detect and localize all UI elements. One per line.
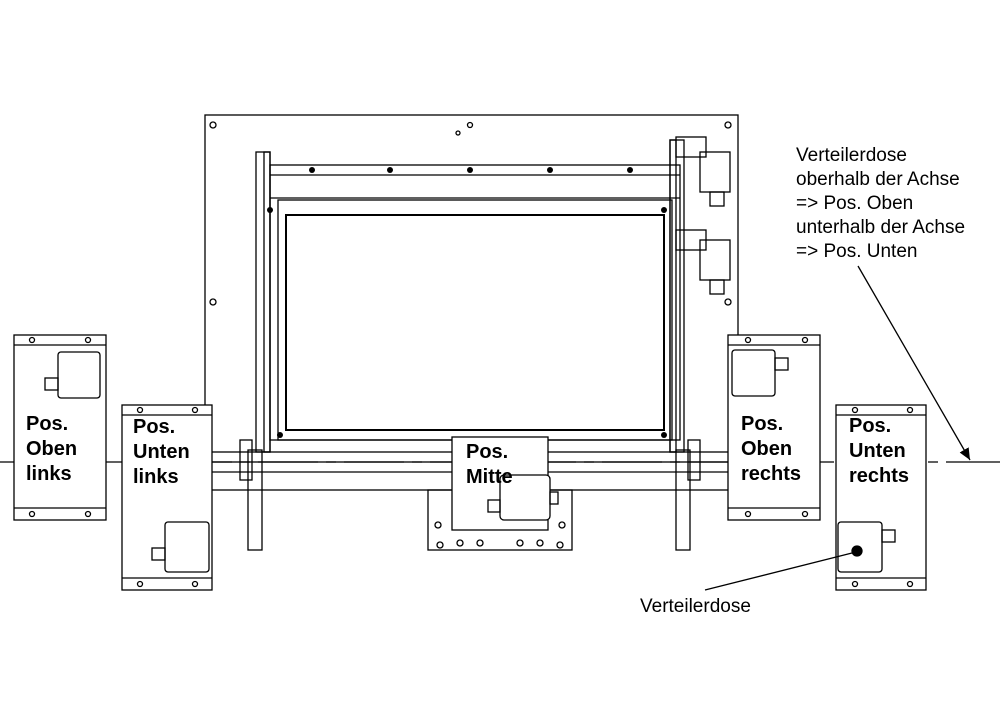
label-line: Pos. — [741, 413, 784, 435]
label-line: Oben — [741, 438, 793, 460]
annotation-arrow — [857, 265, 971, 461]
label-line: Pos. — [466, 441, 509, 463]
label-line: Oben — [26, 438, 78, 460]
callout-leader — [704, 552, 853, 591]
label-pos-oben-rechts: Pos. Oben rechts — [741, 412, 801, 487]
label-line: rechts — [741, 463, 802, 485]
label-line: Unten — [133, 441, 190, 463]
panel-oben-rechts — [727, 334, 821, 521]
label-line: links — [133, 466, 179, 488]
panel-unten-links — [121, 404, 213, 591]
annotation-line: Verteilerdose — [796, 145, 907, 166]
label-line: Pos. — [26, 413, 69, 435]
label-pos-unten-links: Pos. Unten links — [133, 415, 190, 490]
annotation-text: Verteilerdose oberhalb der Achse => Pos.… — [796, 144, 965, 264]
label-line: Unten — [849, 440, 906, 462]
label-line: Pos. — [133, 416, 176, 438]
label-pos-oben-links: Pos. Oben links — [26, 412, 77, 487]
machine-frame — [204, 114, 739, 463]
annotation-line: oberhalb der Achse — [796, 169, 960, 190]
label-pos-unten-rechts: Pos. Unten rechts — [849, 414, 909, 489]
panel-oben-links — [13, 334, 107, 521]
annotation-line: unterhalb der Achse — [796, 217, 966, 238]
annotation-line: => Pos. Oben — [796, 193, 914, 214]
label-line: rechts — [849, 465, 910, 487]
callout-label: Verteilerdose — [640, 596, 751, 617]
position-mitte — [427, 436, 573, 551]
label-line: Pos. — [849, 415, 892, 437]
label-pos-mitte: Pos. Mitte — [466, 440, 513, 490]
label-line: Mitte — [466, 466, 513, 488]
annotation-line: => Pos. Unten — [796, 241, 918, 262]
panel-unten-rechts — [835, 404, 927, 591]
label-line: links — [26, 463, 72, 485]
